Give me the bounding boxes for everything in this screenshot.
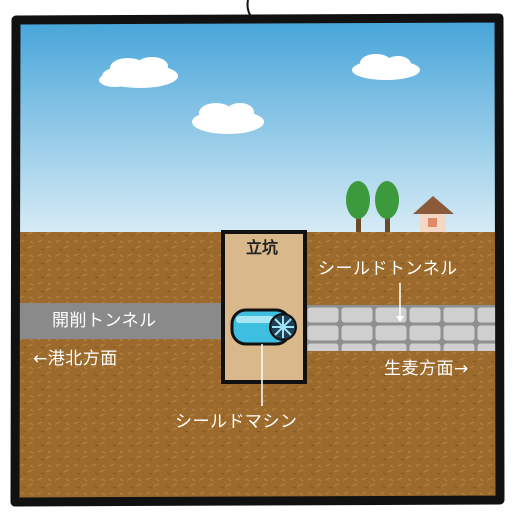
vertical-shaft-label: 立坑 xyxy=(245,238,278,257)
leader-arrow xyxy=(396,316,404,322)
tree-icon xyxy=(346,181,370,232)
vertical-shaft xyxy=(221,230,307,384)
shield-machine-icon xyxy=(230,308,297,346)
open-cut-tunnel-label: 開削トンネル xyxy=(52,311,157,331)
cloud-icon xyxy=(352,54,420,80)
cloud-icon xyxy=(99,57,178,88)
house-icon xyxy=(413,196,454,232)
cloud-icon xyxy=(192,103,264,134)
namamugi-direction-label: 生麦方面→ xyxy=(384,359,469,379)
tree-icon xyxy=(375,181,399,232)
frame-border xyxy=(10,13,505,507)
shield-machine-label: シールドマシン xyxy=(175,412,298,432)
shield-tunnel-label: シールドトンネル xyxy=(318,259,458,279)
open-cut-tunnel xyxy=(16,303,224,339)
kohoku-direction-label: ←港北方面 xyxy=(33,349,118,369)
